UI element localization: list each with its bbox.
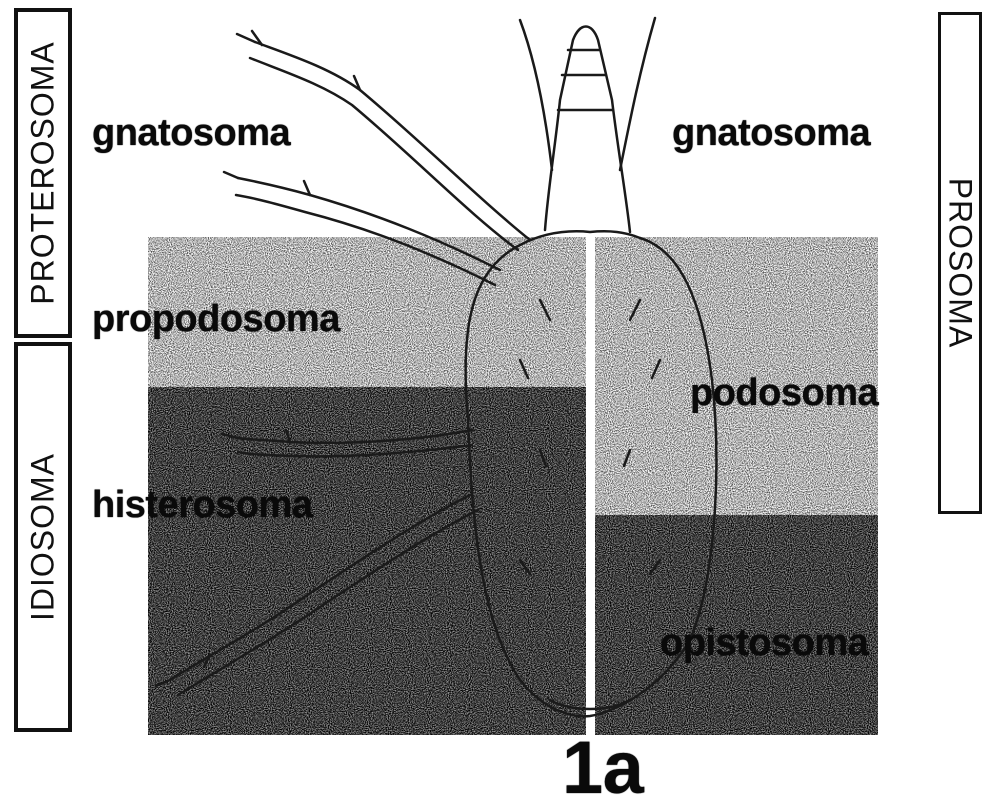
histerosoma-label: histerosoma [92,484,312,527]
proterosoma-label: PROTEROSOMA [25,41,62,304]
prosoma-label: PROSOMA [942,178,979,349]
gnatosoma-right-label: gnatosoma [672,112,870,155]
figure-number: 1a [562,725,643,810]
podosoma-label: podosoma [690,372,878,415]
proterosoma-box: PROTEROSOMA [14,8,72,338]
midline-divider [586,237,595,735]
propodosoma-label: propodosoma [92,298,340,341]
idiosoma-box: IDIOSOMA [14,342,72,732]
opistosoma-label: opistosoma [660,622,868,665]
idiosoma-label: IDIOSOMA [25,453,62,621]
gnatosoma-left-label: gnatosoma [92,112,290,155]
prosoma-box: PROSOMA [938,12,982,514]
